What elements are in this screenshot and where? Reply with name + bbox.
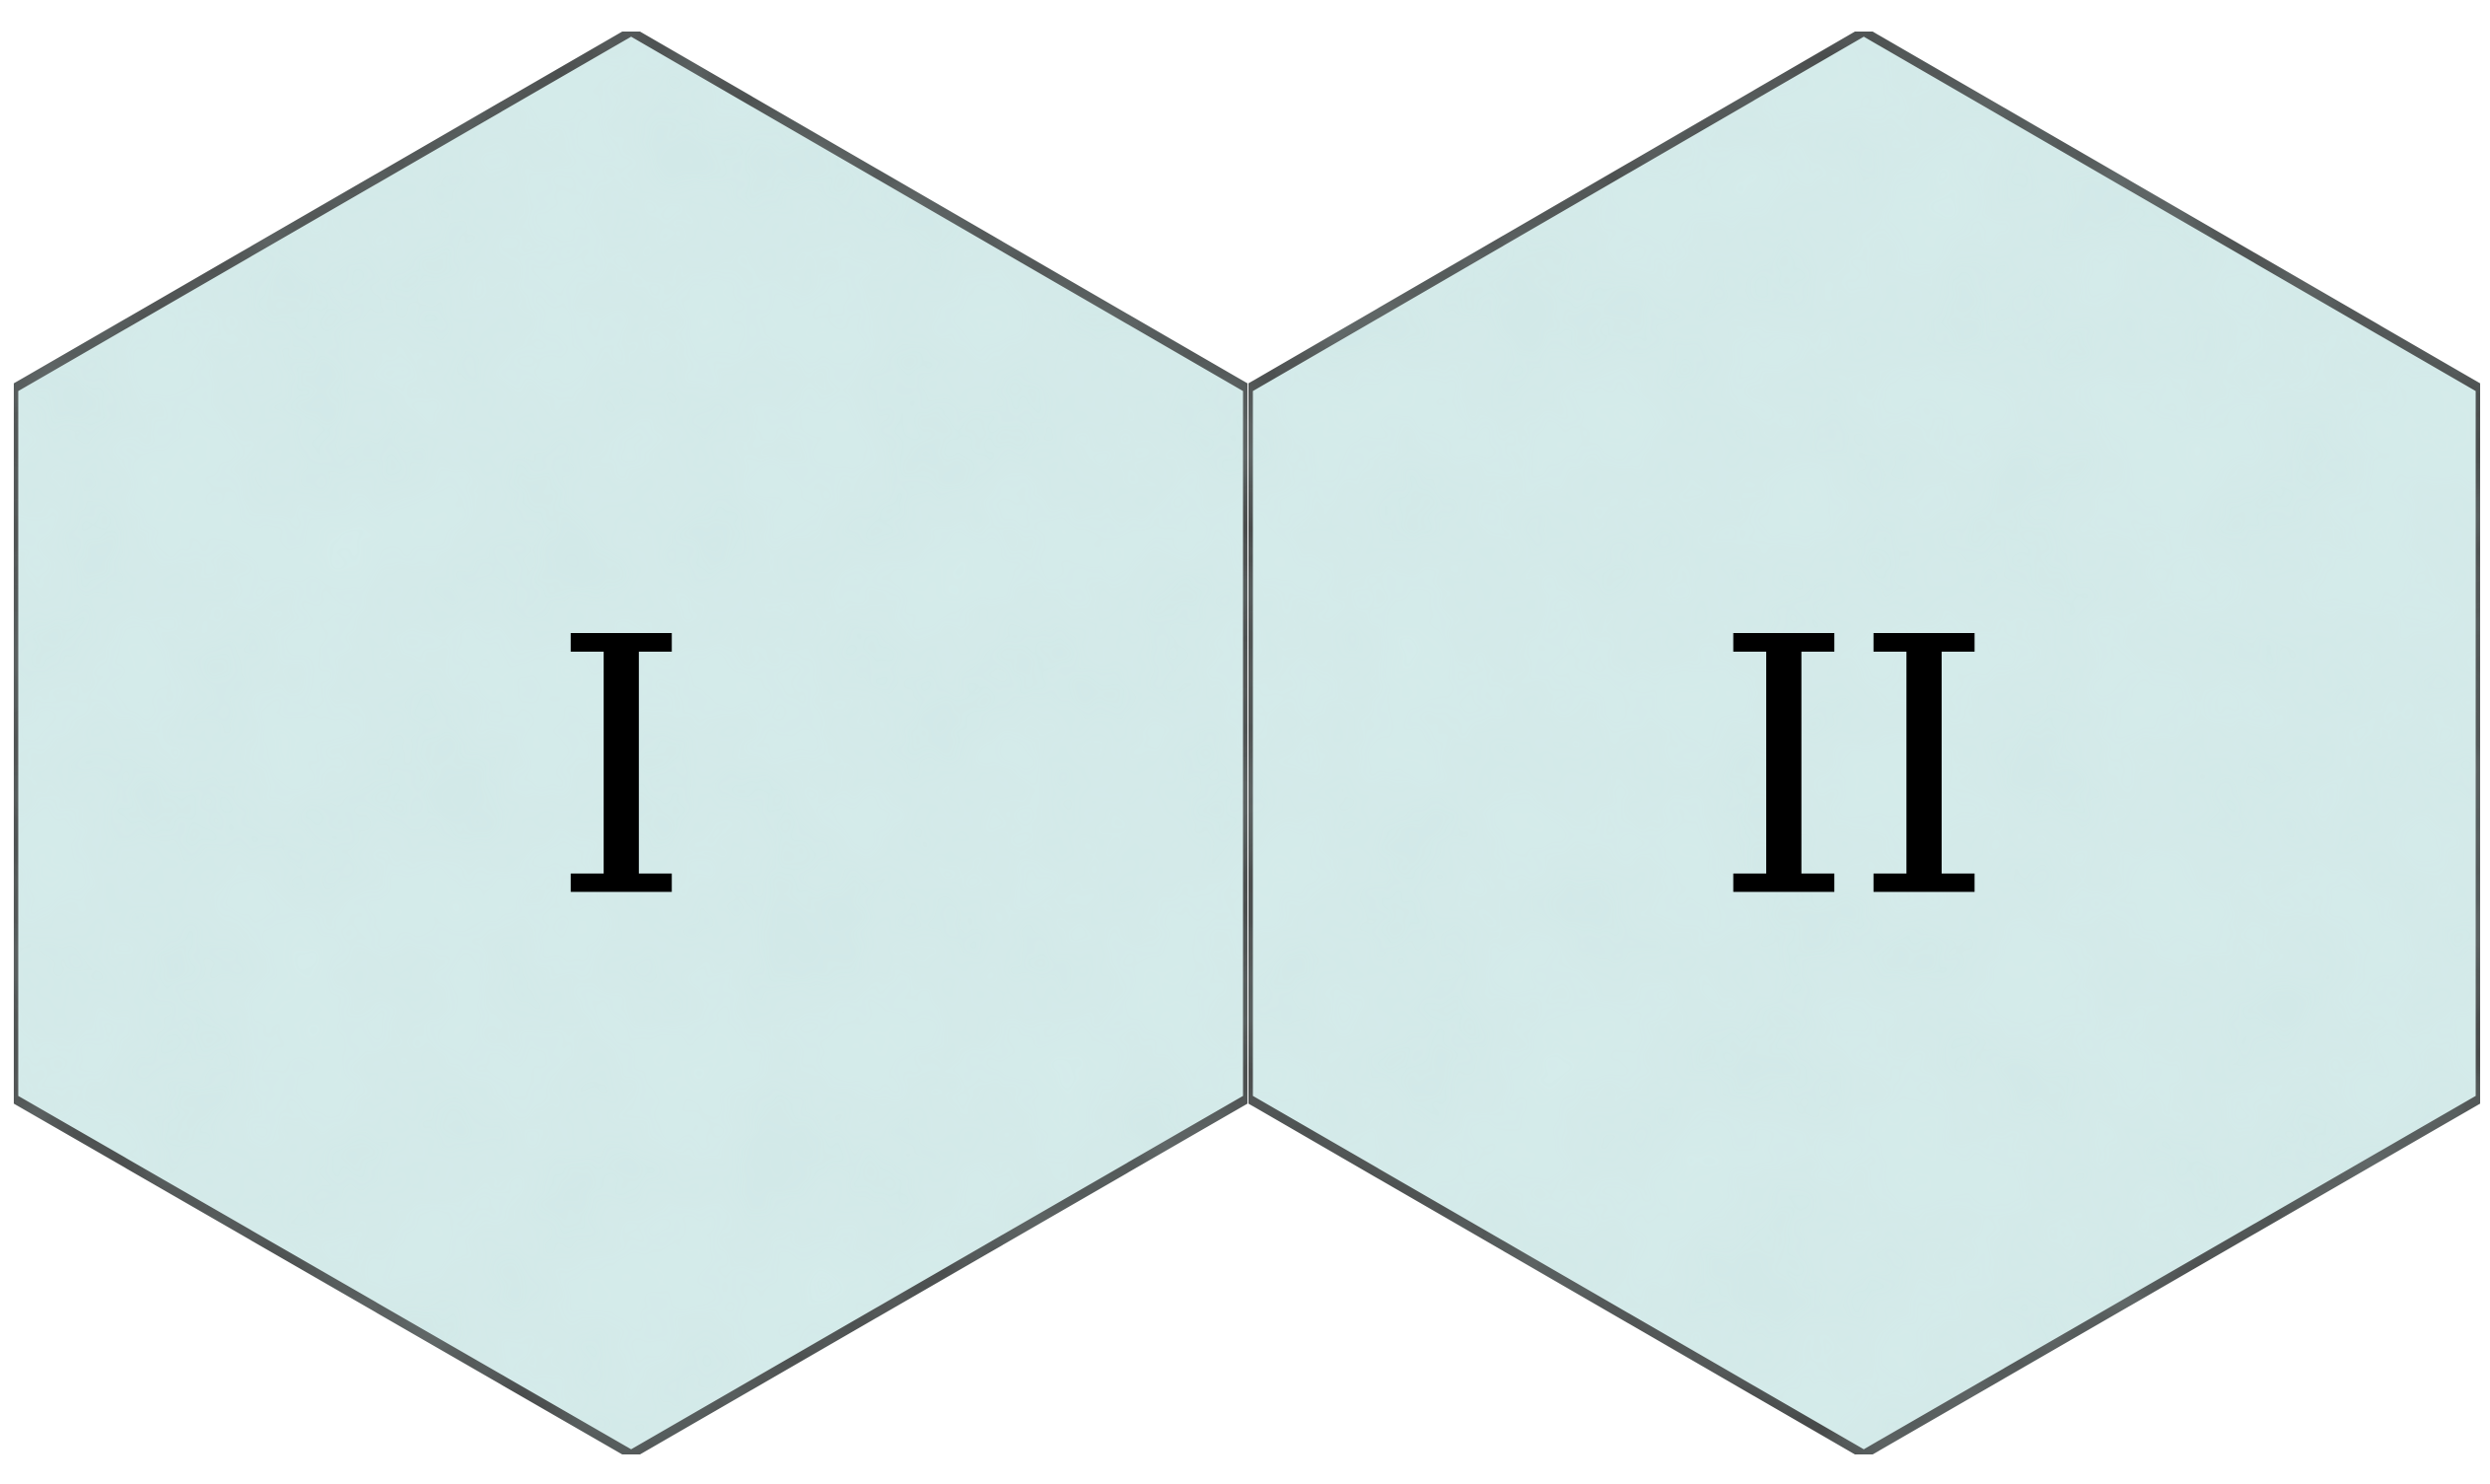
hexagon-2: II — [1244, 26, 2485, 1460]
hexagon-2-shape — [1244, 26, 2485, 1460]
hexagon-1-label: I — [551, 563, 691, 976]
hexagon-1: I — [9, 26, 1252, 1460]
hexagon-2-label: II — [1714, 563, 1994, 976]
